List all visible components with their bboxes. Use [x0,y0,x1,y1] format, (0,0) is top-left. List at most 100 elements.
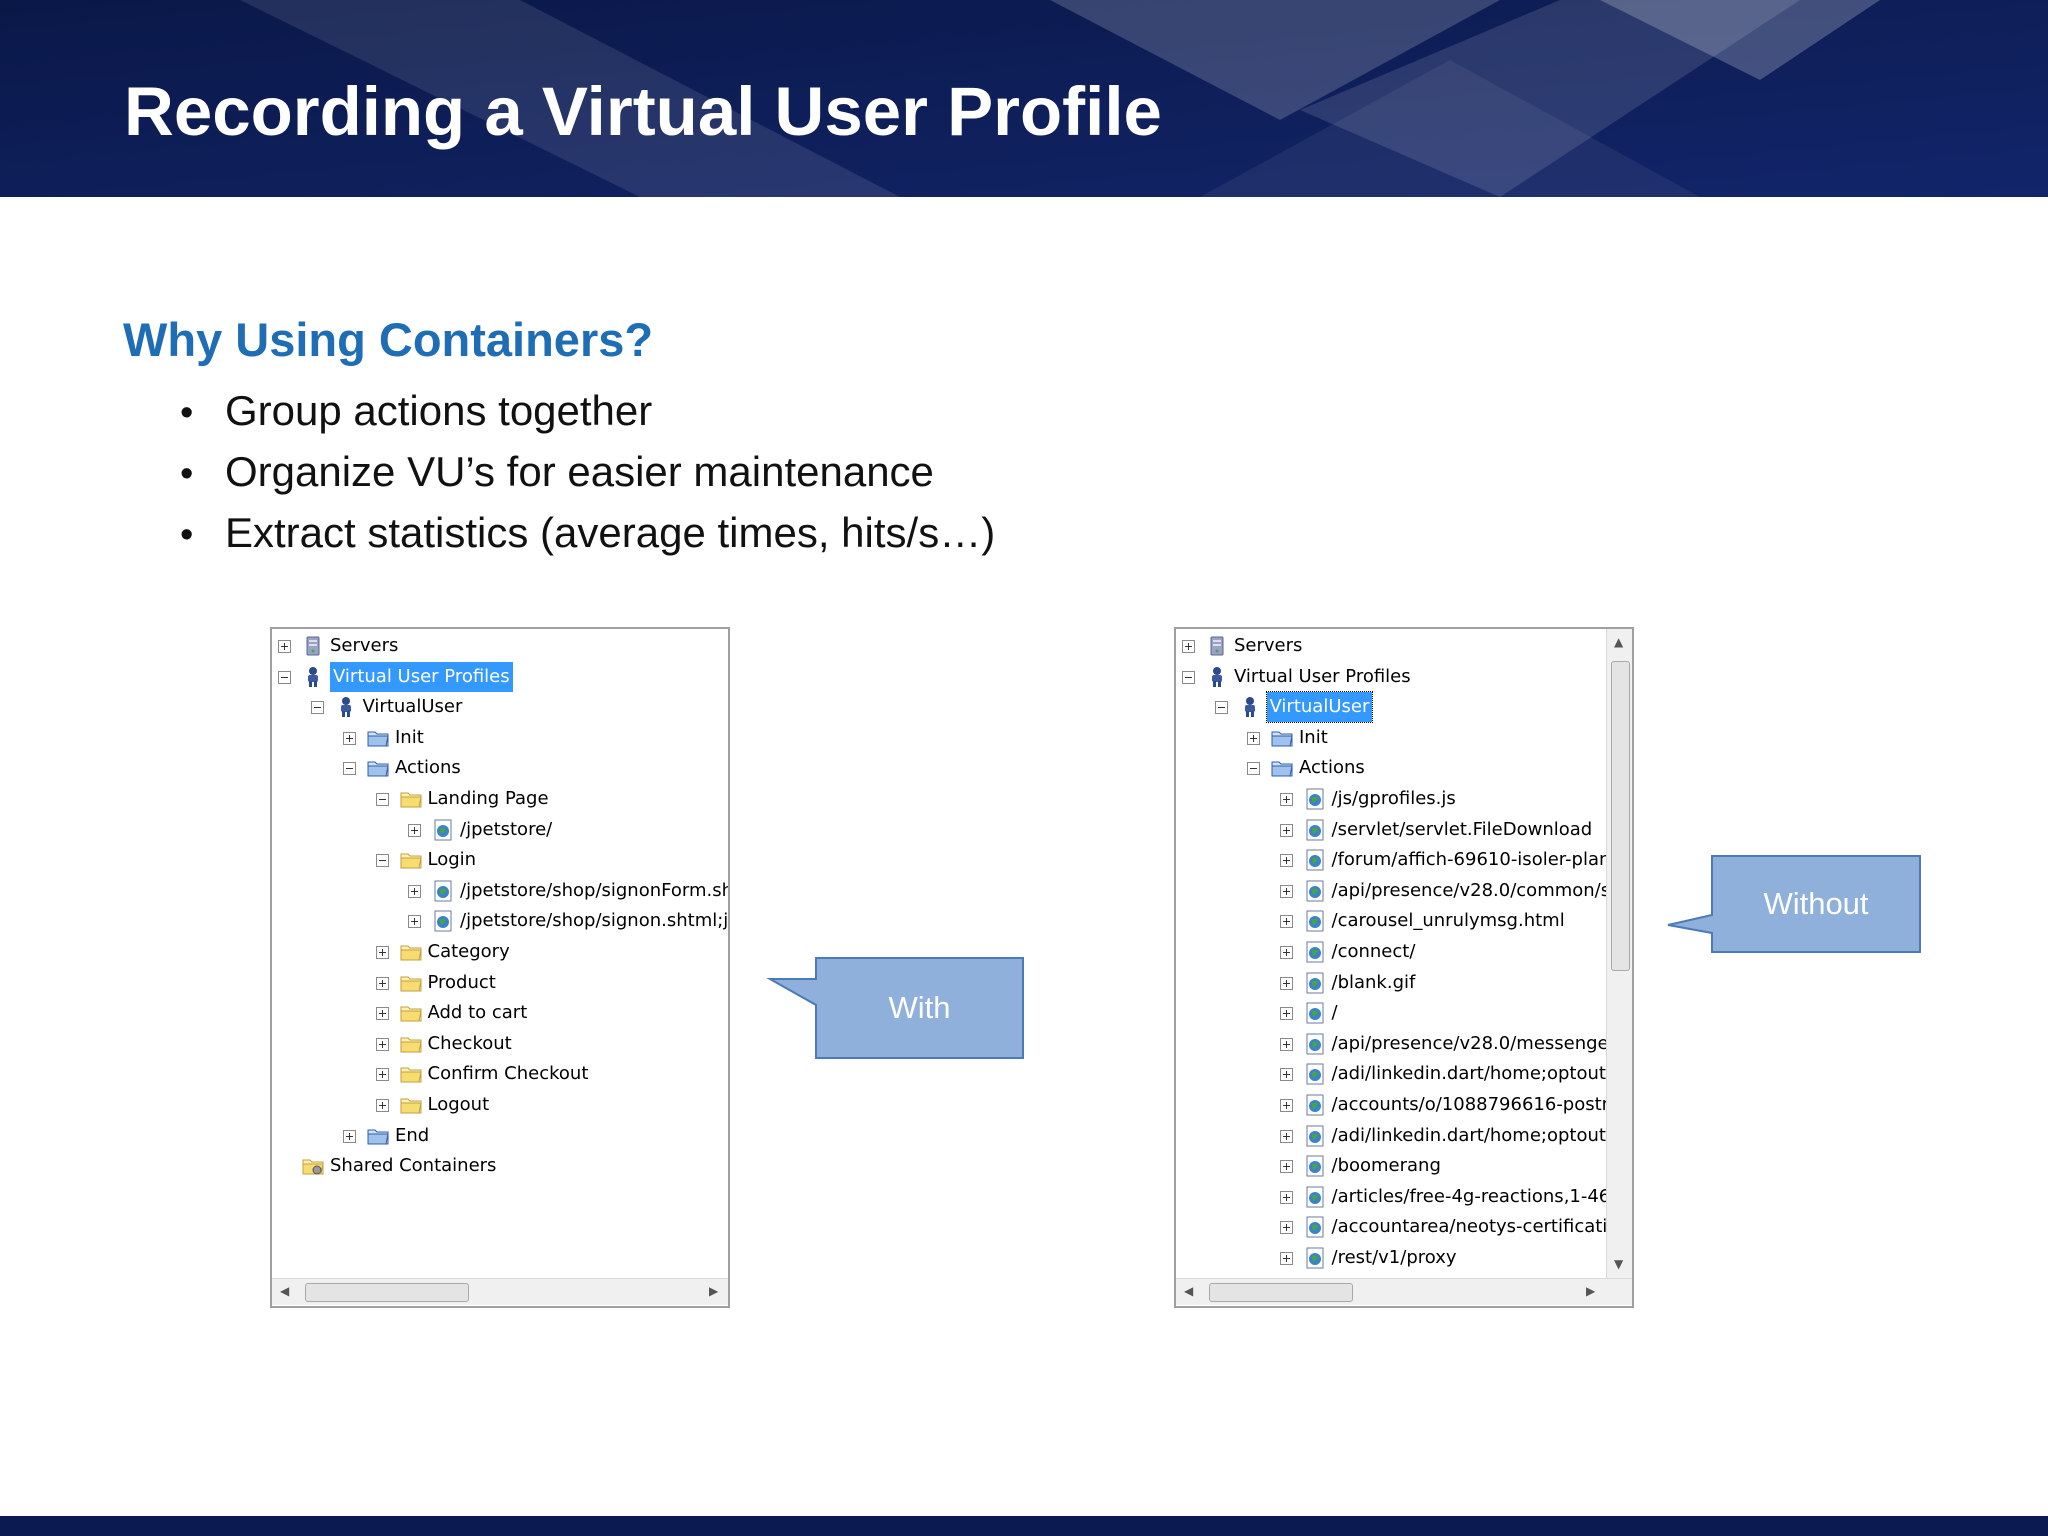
tree-node[interactable]: Shared Containers [272,1151,728,1181]
tree-node-label: Servers [1234,635,1303,656]
bullet-marker: • [180,453,194,495]
expand-icon[interactable] [375,1099,389,1112]
tree-node[interactable]: Servers [272,631,728,661]
tree-node[interactable]: Add to cart [272,998,728,1028]
tree-node[interactable]: Virtual User Profiles [272,661,728,692]
scroll-up-icon[interactable]: ▲ [1614,635,1624,649]
tree-node[interactable]: Checkout [272,1029,728,1059]
tree-node[interactable]: VirtualUser [272,692,728,722]
expand-icon[interactable] [278,640,291,653]
tree-node[interactable]: /api/presence/v28.0/messenger [1176,1029,1632,1059]
tree-node[interactable]: Product [272,968,728,998]
scroll-right-icon[interactable]: ▶ [709,1284,719,1298]
expand-icon[interactable] [343,731,356,745]
tree-node[interactable]: VirtualUser [1176,691,1632,724]
expand-icon[interactable] [375,946,389,959]
expand-icon[interactable] [375,1068,389,1082]
tree-node[interactable]: /forum/affich-69610-isoler-planc [1176,845,1632,875]
tree-node[interactable]: /connect/ [1176,937,1632,967]
expand-icon[interactable] [343,1129,356,1143]
tree-node[interactable]: Actions [272,753,728,783]
tree-node[interactable]: Init [1176,723,1632,753]
collapse-icon[interactable] [310,701,324,715]
expand-icon[interactable] [408,823,421,837]
collapse-icon[interactable] [1214,701,1228,715]
tree-node[interactable]: End [272,1121,728,1151]
scroll-right-icon[interactable]: ▶ [1586,1284,1596,1298]
collapse-icon[interactable] [375,793,389,806]
tree-node[interactable]: /accountarea/neotys-certificatio [1176,1212,1632,1242]
expand-icon[interactable] [1279,793,1293,806]
expand-icon[interactable] [375,1007,389,1021]
expand-icon[interactable] [1279,1190,1293,1204]
scrollbar-thumb[interactable] [1209,1283,1353,1302]
expand-icon[interactable] [1279,1129,1293,1143]
tree-node[interactable]: Logout [272,1090,728,1120]
tree-node[interactable]: /boomerang [1176,1151,1632,1181]
tree-node[interactable]: /js/gprofiles.js [1176,784,1632,814]
tree-node[interactable]: Login [272,845,728,875]
expand-icon[interactable] [1279,1160,1293,1174]
tree-node[interactable]: Servers [1176,631,1632,661]
tree-node-label: Virtual User Profiles [1234,665,1411,687]
expand-icon[interactable] [408,915,421,929]
expand-icon[interactable] [1279,854,1293,868]
tree-node[interactable]: /carousel_unrulymsg.html [1176,906,1632,936]
tree-node[interactable]: /blank.gif [1176,968,1632,998]
expand-icon[interactable] [1247,731,1260,745]
tree-node[interactable]: /api/presence/v28.0/common/se [1176,876,1632,906]
collapse-icon[interactable] [1182,670,1195,684]
tree-node[interactable]: / [1176,998,1632,1028]
tree-node-label: Logout [427,1094,490,1115]
scroll-left-icon[interactable]: ◀ [1184,1284,1194,1298]
tree-node[interactable]: Landing Page [272,784,728,814]
tree-node-label: Shared Containers [330,1155,497,1177]
expand-icon[interactable] [1279,1252,1293,1265]
expand-icon[interactable] [1279,976,1293,990]
expand-icon[interactable] [1279,1221,1293,1235]
collapse-icon[interactable] [375,854,389,868]
tree-node[interactable]: /servlet/servlet.FileDownload [1176,815,1632,845]
web-page-icon [434,819,452,841]
folder-icon [400,1037,422,1053]
collapse-icon[interactable] [1247,762,1260,776]
expand-icon[interactable] [1279,884,1293,898]
scroll-down-icon[interactable]: ▼ [1614,1257,1624,1271]
horizontal-scrollbar[interactable]: ◀ ▶ [272,1278,728,1305]
tree-node-label: Init [1299,726,1328,748]
collapse-icon[interactable] [343,762,356,776]
scrollbar-thumb[interactable] [305,1283,469,1302]
expand-icon[interactable] [1279,1068,1293,1082]
tree-node[interactable]: /rest/v1/proxy [1176,1243,1632,1273]
horizontal-scrollbar[interactable]: ◀ ▶ [1176,1278,1632,1305]
expand-icon[interactable] [1279,1099,1293,1112]
tree-node[interactable]: /jpetstore/ [272,815,728,845]
tree-node[interactable]: /adi/linkedin.dart/home;optout= [1176,1121,1632,1151]
expand-icon[interactable] [1182,640,1195,653]
expand-icon[interactable] [375,976,389,990]
expand-icon[interactable] [375,1037,389,1051]
tree-node[interactable]: Virtual User Profiles [1176,662,1632,692]
expand-icon[interactable] [1279,915,1293,929]
scroll-left-icon[interactable]: ◀ [280,1284,290,1298]
tree-node[interactable]: /articles/free-4g-reactions,1-46 [1176,1182,1632,1212]
tree-node[interactable]: /accounts/o/1088796616-postm [1176,1090,1632,1120]
tree-node[interactable]: Init [272,723,728,753]
expand-icon[interactable] [1279,946,1293,959]
tree-node[interactable]: /jpetstore/shop/signon.shtml;js [272,906,728,936]
tree-node[interactable]: /adi/linkedin.dart/home;optout= [1176,1059,1632,1089]
tree-node[interactable]: Actions [1176,753,1632,783]
web-page-icon [1306,1094,1323,1116]
tree-node[interactable]: /jpetstore/shop/signonForm.sht [272,876,728,906]
tree-node-label: Init [395,726,424,748]
shared-folder-icon [302,1159,324,1175]
collapse-icon[interactable] [278,670,291,684]
expand-icon[interactable] [1279,823,1293,837]
expand-icon[interactable] [1279,1037,1293,1051]
scrollbar-thumb[interactable] [1611,661,1630,971]
vertical-scrollbar[interactable]: ▲ ▼ [1606,629,1632,1278]
tree-node[interactable]: Confirm Checkout [272,1059,728,1089]
expand-icon[interactable] [408,884,421,898]
tree-node[interactable]: Category [272,937,728,967]
expand-icon[interactable] [1279,1007,1293,1021]
